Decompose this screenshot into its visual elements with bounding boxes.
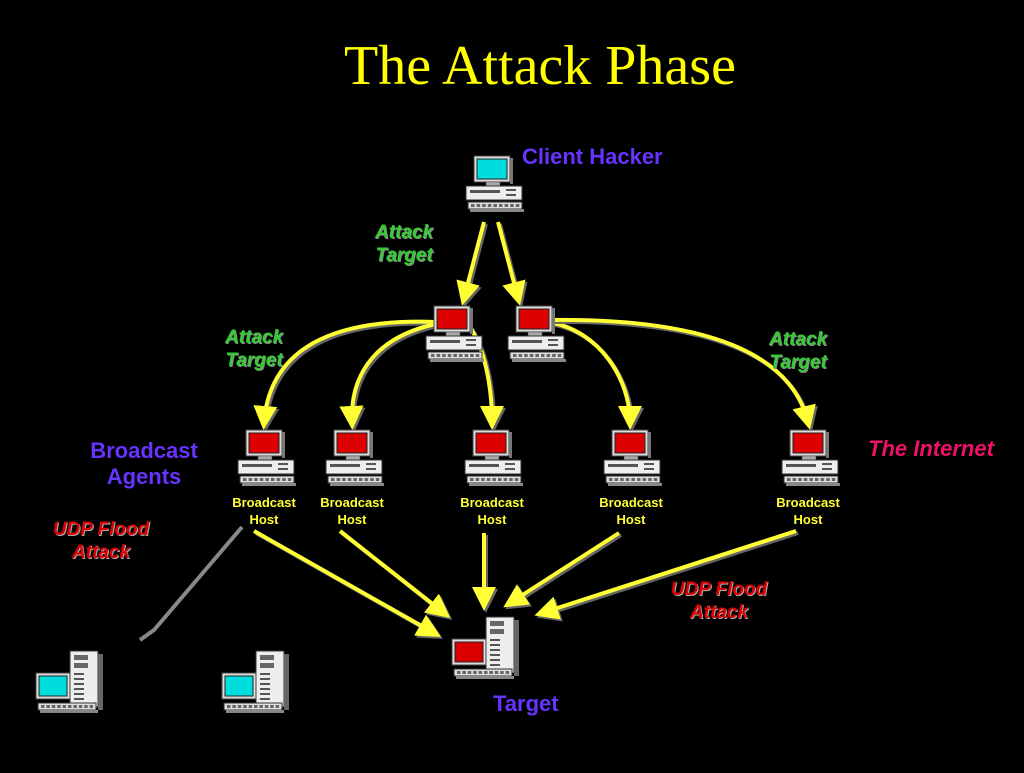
arrow-agent1-to-host-2 xyxy=(339,322,439,432)
broadcast-host-label-1: Broadcast Host xyxy=(232,495,296,527)
broadcast-host-1-computer-icon xyxy=(237,429,296,486)
arrow-host4-to-target xyxy=(503,531,623,610)
line-host1-to-bystander xyxy=(138,525,244,642)
client-hacker-label: Client Hacker xyxy=(522,144,663,169)
attack-target-label-top: Attack Target xyxy=(374,222,434,266)
udp-flood-attack-label-right: UDP Flood Attack xyxy=(670,579,768,623)
slide-title: The Attack Phase xyxy=(344,35,736,97)
broadcast-host-4-computer-icon xyxy=(603,429,662,486)
broadcast-host-label-3: Broadcast Host xyxy=(460,495,524,527)
arrow-client-to-agent-2 xyxy=(496,221,528,308)
broadcast-host-3-computer-icon xyxy=(464,429,523,486)
broadcast-host-label-5: Broadcast Host xyxy=(776,495,840,527)
udp-flood-attack-label-left: UDP Flood Attack xyxy=(52,519,150,563)
bystander-computer-1-icon xyxy=(35,650,103,713)
broadcast-agent-2-computer-icon xyxy=(507,305,566,362)
arrow-agent2-to-host-5 xyxy=(547,317,818,432)
broadcast-host-5-computer-icon xyxy=(781,429,840,486)
arrow-host3-to-target xyxy=(472,533,498,613)
arrow-agent2-to-host-4 xyxy=(547,320,644,432)
broadcast-host-2-computer-icon xyxy=(325,429,384,486)
arrow-host2-to-target xyxy=(338,529,453,620)
bystander-computer-2-icon xyxy=(221,650,289,713)
broadcast-host-label-2: Broadcast Host xyxy=(320,495,384,527)
client-hacker-computer-icon xyxy=(465,155,524,212)
arrow-host1-to-target xyxy=(253,529,443,639)
the-internet-label: The Internet xyxy=(868,436,994,461)
broadcast-host-label-4: Broadcast Host xyxy=(599,495,663,527)
broadcast-agents-label: Broadcast Agents xyxy=(90,438,198,490)
arrow-client-to-agent-1 xyxy=(456,221,488,308)
arrow-agent1-to-host-3 xyxy=(466,322,506,432)
broadcast-agent-1-computer-icon xyxy=(425,305,484,362)
arrow-agent1-to-host-1 xyxy=(253,319,439,432)
attack-target-label-left: Attack Target xyxy=(224,327,284,371)
attack-target-label-right: Attack Target xyxy=(768,329,828,373)
arrow-host5-to-target xyxy=(534,529,799,622)
target-label: Target xyxy=(493,691,559,716)
target-computer-icon xyxy=(451,616,519,679)
